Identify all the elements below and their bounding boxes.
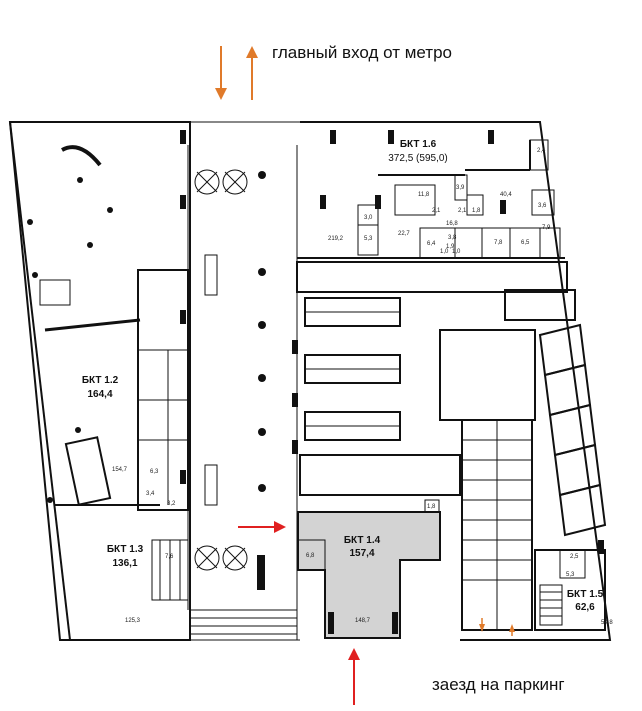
room-area-label: 154,7 xyxy=(112,467,128,473)
room-area-label: 40,4 xyxy=(500,192,512,198)
right-angled-cells xyxy=(538,323,607,537)
room-area-label: 219,2 xyxy=(328,236,344,242)
room-area-label: 7,8 xyxy=(494,240,503,246)
unit-bkt-1-3-area: 136,1 xyxy=(112,558,137,569)
left-wing-columns xyxy=(27,130,186,503)
room-area-label: 1,8 xyxy=(472,208,481,214)
room-area-label: 3,6 xyxy=(538,203,547,209)
left-wing-walls xyxy=(39,269,189,601)
room-area-label: 2,1 xyxy=(458,208,467,214)
unit-bkt-1-2-name: БКТ 1.2 xyxy=(82,375,119,386)
room-area-label: 6,4 xyxy=(427,241,436,247)
room-area-label: 1,9 xyxy=(446,244,455,250)
room-area-label: 1,0 xyxy=(452,249,461,255)
room-area-label: 5,3 xyxy=(364,236,373,242)
unit-bkt-1-4-area: 157,4 xyxy=(349,548,374,559)
room-area-label: 7,9 xyxy=(542,225,551,231)
unit-bkt-1-4 xyxy=(297,499,441,639)
room-area-label: 5,3 xyxy=(566,572,575,578)
room-area-label: 6,5 xyxy=(521,240,530,246)
unit-bkt-1-5-area: 62,6 xyxy=(575,602,595,613)
room-area-label: 3,8 xyxy=(448,235,457,241)
unit-bkt-1-2-area: 164,4 xyxy=(87,389,112,400)
unit-bkt-1-6-area: 372,5 (595,0) xyxy=(388,153,448,164)
right-wing-walls xyxy=(292,130,607,636)
central-gallery xyxy=(189,169,298,641)
room-area-label: 54,8 xyxy=(601,620,613,626)
room-area-label: 2,1 xyxy=(432,208,441,214)
room-area-label: 3,4 xyxy=(146,491,155,497)
room-area-label: 3,0 xyxy=(364,215,373,221)
room-area-label: 1,8 xyxy=(427,504,436,510)
room-area-label: 11,8 xyxy=(418,192,430,198)
unit-bkt-1-5-name: БКТ 1.5 xyxy=(567,589,604,600)
room-area-label: 3,9 xyxy=(456,185,465,191)
room-area-label: 2,4 xyxy=(537,148,546,154)
room-area-label: 2,5 xyxy=(570,554,579,560)
unit-bkt-1-4-name: БКТ 1.4 xyxy=(344,535,381,546)
building-outline xyxy=(8,121,612,641)
unit-bkt-1-3-name: БКТ 1.3 xyxy=(107,544,144,555)
room-area-label: 16,8 xyxy=(446,221,458,227)
room-area-label: 148,7 xyxy=(355,618,371,624)
metro-arrows xyxy=(215,46,258,100)
unit-bkt-1-6-name: БКТ 1.6 xyxy=(400,139,437,150)
room-area-label: 7,6 xyxy=(165,554,174,560)
entry-arrows xyxy=(238,521,360,705)
room-area-label: 22,7 xyxy=(398,231,410,237)
room-area-label: 6,3 xyxy=(150,469,159,475)
room-area-label: 1,0 xyxy=(440,249,449,255)
parking-entrance-caption: заезд на паркинг xyxy=(432,675,565,694)
metro-entrance-caption: главный вход от метро xyxy=(272,43,452,62)
room-area-label: 3,2 xyxy=(167,501,176,507)
room-area-label: 125,3 xyxy=(125,618,141,624)
room-area-label: 6,8 xyxy=(306,553,315,559)
